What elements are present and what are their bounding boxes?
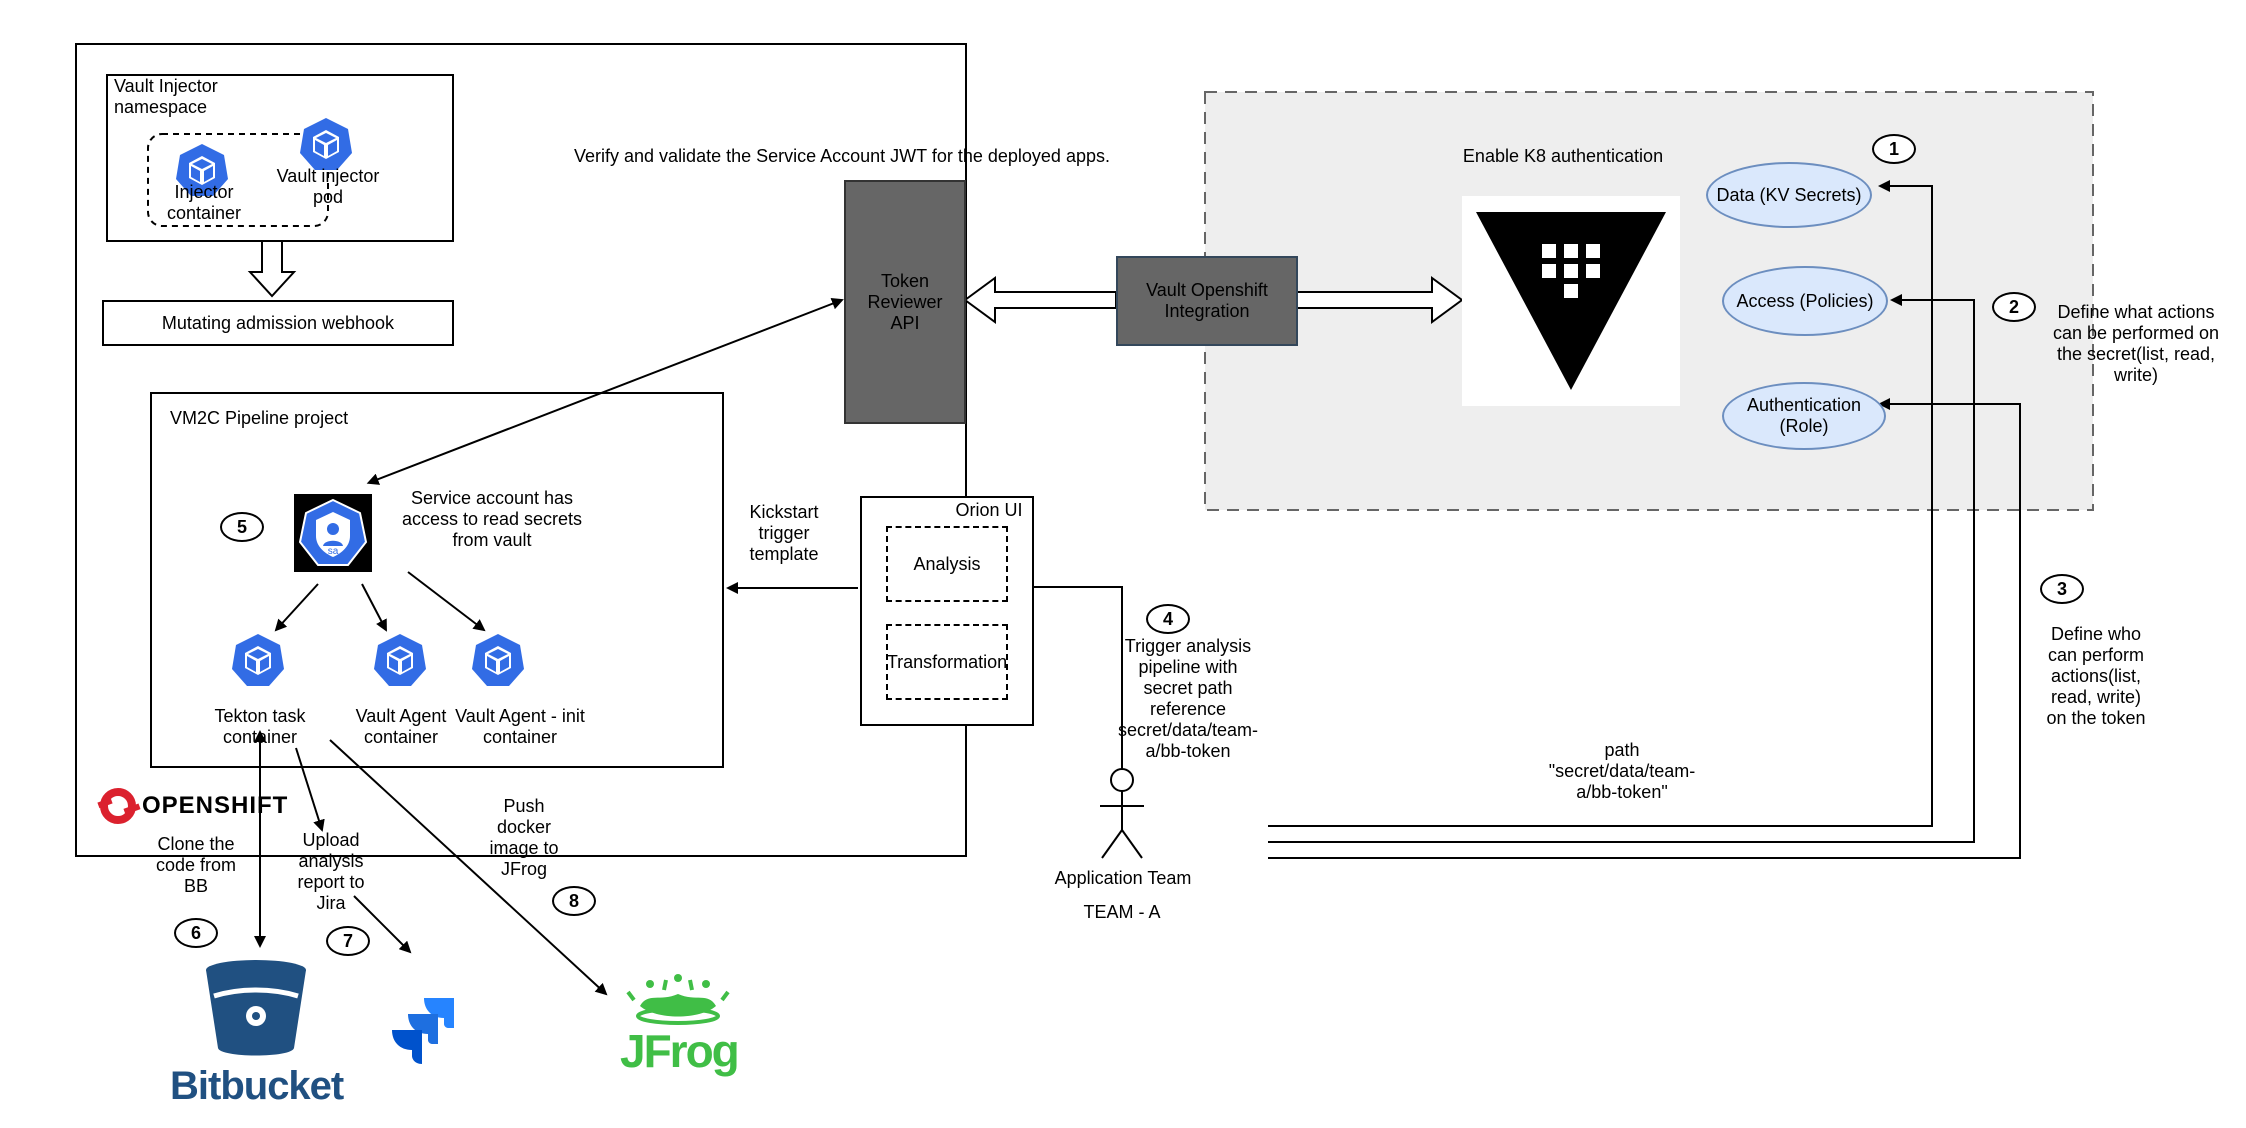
access-policies-node: Access (Policies) [1722, 266, 1888, 336]
injector-container-label: Injector container [166, 182, 242, 223]
sa-badge-text: sa [328, 546, 339, 557]
actor-team: TEAM - A [1083, 902, 1161, 922]
injector-pod-group [147, 133, 329, 227]
upload-jira-line [295, 747, 325, 832]
integration-hollow-arrow [963, 276, 1117, 324]
jfrog-logo-text: JFrog [620, 1025, 740, 1077]
sa-to-agent-arrow [361, 583, 387, 632]
orion-transformation-label: Transformation [886, 651, 1008, 672]
step-badge-6: 6 [174, 918, 218, 948]
path-to-data-line [1268, 180, 1933, 827]
openshift-cluster-frame [75, 43, 967, 857]
sa-to-agent-init-arrow [407, 571, 486, 632]
clone-label: Clone the code from BB [155, 834, 237, 896]
person-icon [1100, 768, 1144, 859]
data-kv-secrets-node: Data (KV Secrets) [1706, 162, 1872, 228]
orion-transformation-tab[interactable]: Transformation [886, 624, 1008, 700]
kubernetes-pod-icon [232, 634, 284, 686]
pipeline-project-box [150, 392, 724, 768]
mutating-webhook-box: Mutating admission webhook [102, 300, 454, 346]
kickstart-label: Kickstart trigger template [749, 502, 819, 564]
step-badge-2: 2 [1992, 292, 2036, 322]
webhook-hollow-arrow [247, 240, 297, 298]
step-badge-4: 4 [1146, 604, 1190, 634]
step-badge-7: 7 [326, 926, 370, 956]
kubernetes-pod-icon [374, 634, 426, 686]
data-kv-secrets-label: Data (KV Secrets) [1716, 184, 1862, 205]
orion-ui-box [860, 496, 1034, 726]
path-to-auth-line [1268, 398, 2021, 859]
step-badge-5: 5 [220, 512, 264, 542]
vault-logo-icon [1462, 196, 1680, 406]
verify-jwt-arrow [366, 298, 844, 485]
bitbucket-logo-text: Bitbucket [170, 1064, 344, 1108]
role-note: Define who can perform actions(list, rea… [2046, 624, 2146, 728]
push-jfrog-arrow [329, 739, 608, 996]
upload-jira-arrow [353, 895, 412, 954]
vault-agent-container-label: Vault Agent container [355, 706, 447, 747]
injector-pod-label: Vault injector pod [276, 166, 380, 207]
openshift-logo-text: OPENSHIFT [142, 792, 289, 819]
step-badge-1: 1 [1872, 134, 1916, 164]
tekton-container-label: Tekton task container [214, 706, 306, 747]
service-account-icon: sa [294, 494, 372, 572]
pipeline-project-title: VM2C Pipeline project [170, 408, 349, 428]
jira-logo-icon [392, 998, 454, 1064]
authentication-role-node: Authentication (Role) [1722, 382, 1886, 450]
vault-openshift-integration-label: Vault Openshift Integration [1146, 280, 1268, 321]
policy-note: Define what actions can be performed on … [2052, 302, 2220, 385]
jfrog-logo-icon: JFrog [620, 972, 740, 1082]
vault-openshift-integration-box: Vault Openshift Integration [1116, 256, 1298, 346]
orion-analysis-label: Analysis [913, 553, 981, 574]
token-reviewer-api-box: Token Reviewer API [844, 180, 966, 424]
push-label: Push docker image to JFrog [489, 796, 559, 879]
sa-to-tekton-arrow [274, 583, 319, 632]
actor-name: Application Team [1054, 868, 1192, 888]
path-label: path "secret/data/team-a/bb-token" [1548, 740, 1696, 802]
openshift-logo-icon: OPENSHIFT [96, 786, 288, 826]
orion-ui-title: Orion UI [955, 500, 1023, 520]
upload-label: Upload analysis report to Jira [297, 830, 365, 913]
injector-namespace-box [106, 74, 454, 242]
trigger-analysis-label: Trigger analysis pipeline with secret pa… [1117, 636, 1259, 761]
step-badge-3: 3 [2040, 574, 2084, 604]
vault-agent-init-container-label: Vault Agent - init container [455, 706, 585, 747]
verify-jwt-text: Verify and validate the Service Account … [574, 146, 1110, 166]
kubernetes-pod-icon [472, 634, 524, 686]
bitbucket-logo-icon: Bitbucket [170, 958, 344, 1112]
enable-k8-auth-label: Enable K8 authentication [1462, 146, 1664, 166]
path-to-access-line [1268, 294, 1975, 843]
authentication-role-label: Authentication (Role) [1746, 395, 1862, 436]
kubernetes-pod-icon [300, 118, 352, 170]
token-reviewer-api-label: Token Reviewer API [867, 270, 943, 333]
team-to-orion-line [1032, 586, 1123, 772]
orion-analysis-tab[interactable]: Analysis [886, 526, 1008, 602]
access-policies-label: Access (Policies) [1736, 290, 1874, 311]
injector-namespace-title: Vault Injector namespace [114, 76, 218, 117]
vault-hollow-arrow [1295, 276, 1464, 324]
mutating-webhook-label: Mutating admission webhook [161, 312, 395, 333]
kubernetes-pod-icon [176, 144, 228, 196]
step-badge-8: 8 [552, 886, 596, 916]
service-account-note: Service account has access to read secre… [401, 488, 583, 550]
